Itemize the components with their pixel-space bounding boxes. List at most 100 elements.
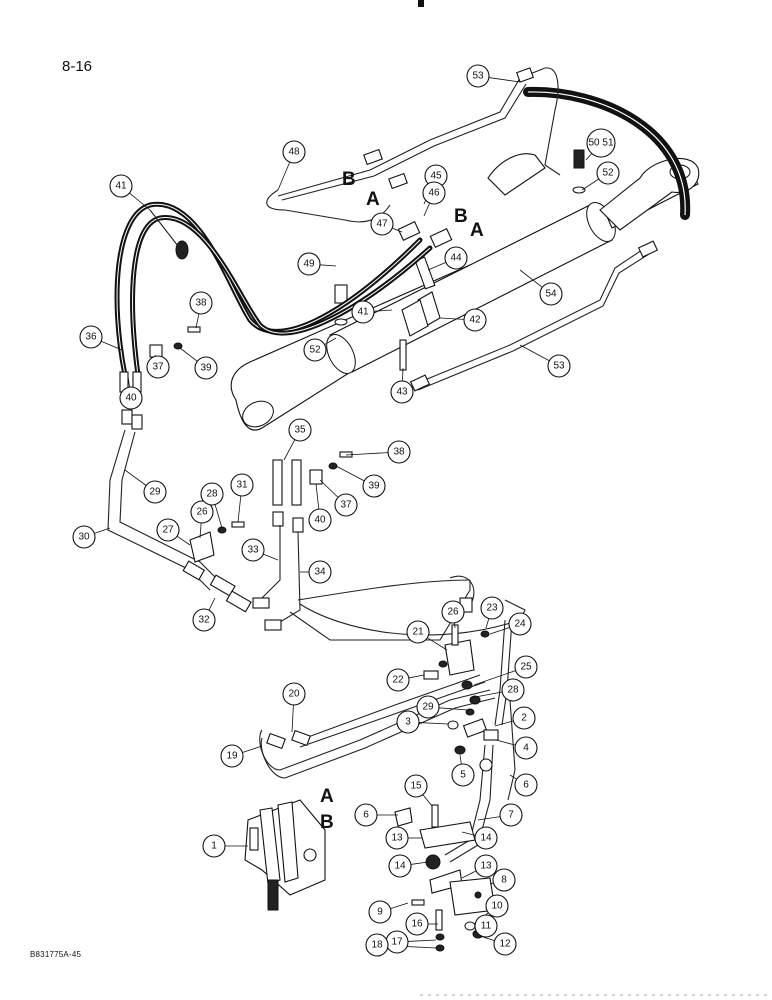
callout-circle — [109, 174, 133, 198]
callout-number: 41 — [357, 307, 369, 318]
callout-number: 35 — [294, 425, 306, 436]
callout-number: 10 — [491, 901, 503, 912]
callout-number: 50 51 — [588, 138, 613, 149]
callout-circle — [501, 678, 525, 702]
callout-9: 9 — [368, 900, 392, 924]
leader-52 — [324, 337, 337, 345]
callout-12: 12 — [493, 932, 517, 956]
callout-25: 25 — [514, 655, 538, 679]
leader-29 — [124, 469, 147, 486]
callout-number: 29 — [149, 487, 161, 498]
bolt-39-washer-40-upper — [173, 326, 201, 350]
callout-27: 27 — [156, 518, 180, 542]
callout-44: 44 — [444, 246, 468, 270]
callout-circle — [370, 212, 394, 236]
callout-number: 40 — [125, 393, 137, 404]
callout-circle — [365, 933, 389, 957]
callout-40: 40 — [119, 386, 143, 410]
callout-number: 4 — [523, 743, 529, 754]
callout-number: 20 — [288, 689, 300, 700]
hoses-37-upper — [114, 201, 453, 430]
callout-number: 28 — [206, 489, 218, 500]
tube-54 — [414, 247, 646, 385]
callout-36: 36 — [79, 325, 103, 349]
callout-13: 13 — [474, 854, 498, 878]
callout-circle — [466, 64, 490, 88]
callout-circle — [230, 473, 254, 497]
callout-number: 52 — [309, 345, 321, 356]
leader-38 — [195, 313, 200, 329]
callout-circle — [441, 600, 465, 624]
callout-41: 41 — [109, 174, 133, 198]
callout-2: 2 — [512, 706, 536, 730]
callout-number: 37 — [340, 500, 352, 511]
callout-number: 15 — [410, 781, 422, 792]
callout-37: 37 — [146, 355, 170, 379]
leader-38 — [345, 452, 389, 456]
callout-number: 5 — [460, 770, 466, 781]
callout-circle — [362, 474, 386, 498]
callout-circle — [474, 914, 498, 938]
callout-14: 14 — [388, 854, 412, 878]
callout-19: 19 — [220, 744, 244, 768]
leader-30 — [94, 527, 111, 534]
callout-number: 28 — [507, 685, 519, 696]
leader-35 — [283, 439, 296, 461]
callout-circle — [451, 763, 475, 787]
leader-8 — [489, 882, 494, 885]
callout-number: 45 — [430, 171, 442, 182]
leader-4 — [495, 739, 516, 746]
leader-40 — [127, 375, 130, 388]
leader-41 — [373, 309, 393, 312]
callout-number: 49 — [303, 259, 315, 270]
callout-6: 6 — [514, 773, 538, 797]
leader-43 — [402, 367, 404, 382]
callout-number: 30 — [78, 532, 90, 543]
hydraulic-cylinder — [230, 149, 700, 431]
callout-number: 19 — [226, 751, 238, 762]
callout-circle — [493, 932, 517, 956]
callout-circle — [156, 518, 180, 542]
letter-b-bottom: B — [320, 812, 334, 833]
callout-circle — [596, 161, 620, 185]
tubes-31-32-35-36 — [107, 429, 526, 641]
callout-circle — [514, 655, 538, 679]
callout-21: 21 — [406, 620, 430, 644]
callout-26: 26 — [190, 500, 214, 524]
callout-38: 38 — [189, 291, 213, 315]
callout-circle — [351, 300, 375, 324]
callout-number: 54 — [545, 289, 557, 300]
leader-19 — [242, 745, 263, 753]
callout-7: 7 — [499, 803, 523, 827]
callout-circle — [388, 854, 412, 878]
leader-27 — [176, 535, 191, 546]
callout-15: 15 — [404, 774, 428, 798]
callout-46: 46 — [422, 181, 446, 205]
callout-number: 31 — [236, 480, 248, 491]
callout-number: 27 — [162, 525, 174, 536]
callout-17: 17 — [385, 930, 409, 954]
tube-54-fitting — [637, 240, 659, 258]
leader-33 — [263, 553, 279, 561]
callout-number: 47 — [376, 219, 388, 230]
callout-number: 39 — [368, 481, 380, 492]
letter-a-top: A — [366, 189, 380, 210]
callout-circle — [308, 508, 332, 532]
leader-52 — [581, 178, 600, 191]
leader-13 — [461, 870, 477, 879]
callout-number: 25 — [520, 662, 532, 673]
callout-23: 23 — [480, 596, 504, 620]
callout-1: 1 — [202, 834, 226, 858]
callout-39: 39 — [362, 474, 386, 498]
callout-circle — [194, 356, 218, 380]
callout-number: 6 — [363, 810, 369, 821]
bracket-28-upper — [189, 521, 245, 563]
callout-circle — [406, 620, 430, 644]
callout-47: 47 — [370, 212, 394, 236]
callout-28: 28 — [200, 482, 224, 506]
callout-42: 42 — [463, 308, 487, 332]
callout-number: 6 — [523, 780, 529, 791]
callout-39: 39 — [194, 356, 218, 380]
callout-54: 54 — [539, 282, 563, 306]
